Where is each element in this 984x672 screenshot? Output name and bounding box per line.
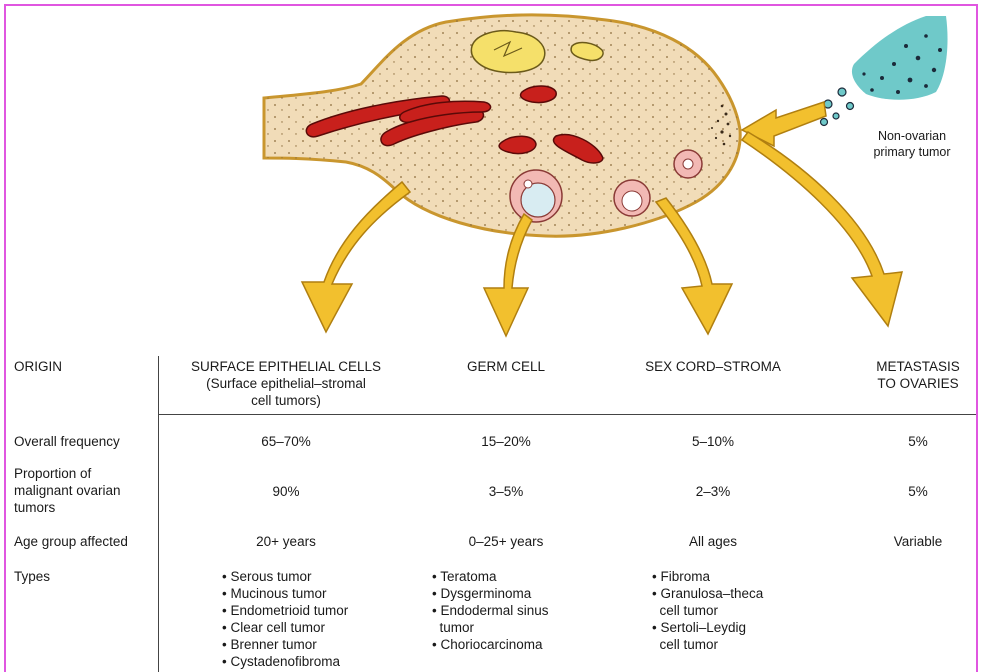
cell-value: 65–70% [166, 433, 406, 450]
column-header-line: TO OVARIES [858, 375, 978, 392]
column-header-line: GERM CELL [436, 358, 576, 375]
list-item: • Sertoli–Leydig [652, 619, 763, 636]
row-label-types: Types [14, 568, 50, 585]
list-item: • Dysgerminoma [432, 585, 549, 602]
row-label-line: Proportion of [14, 465, 121, 482]
cell-value: 5–10% [618, 433, 808, 450]
list-item: cell tumor [652, 602, 763, 619]
list-item: • Endodermal sinus [432, 602, 549, 619]
cell-value: 3–5% [436, 483, 576, 500]
row-label-overall-frequency: Overall frequency [14, 433, 120, 450]
column-header-line: METASTASIS [858, 358, 978, 375]
list-item: • Mucinous tumor [222, 585, 348, 602]
column-header-line: SURFACE EPITHELIAL CELLS [166, 358, 406, 375]
list-item: • Clear cell tumor [222, 619, 348, 636]
header-divider-horizontal [158, 414, 978, 415]
row-label-line: tumors [14, 499, 121, 516]
types-list-sex-cord-stroma: • Fibroma • Granulosa–theca cell tumor •… [652, 568, 763, 653]
column-header-line: (Surface epithelial–stromal [166, 375, 406, 392]
column-header-germ-cell: GERM CELL [436, 358, 576, 375]
column-header-metastasis: METASTASIS TO OVARIES [858, 358, 978, 392]
source-label-line-2: primary tumor [852, 144, 972, 160]
list-item: • Brenner tumor [222, 636, 348, 653]
source-label: Non-ovarian primary tumor [852, 128, 972, 160]
cell-value: 20+ years [166, 533, 406, 550]
diagram-frame: Non-ovarian primary tumor ORIGIN SURFACE… [4, 4, 978, 672]
cell-value: 90% [166, 483, 406, 500]
list-item: • Choriocarcinoma [432, 636, 549, 653]
column-header-surface-epithelial: SURFACE EPITHELIAL CELLS (Surface epithe… [166, 358, 406, 409]
list-item: • Cystadenofibroma [222, 653, 348, 670]
list-item: cell tumor [652, 636, 763, 653]
row-label-proportion-malignant: Proportion of malignant ovarian tumors [14, 465, 121, 516]
column-header-line: cell tumors) [166, 392, 406, 409]
column-header-sex-cord-stroma: SEX CORD–STROMA [618, 358, 808, 375]
header-divider-vertical [158, 356, 159, 672]
list-item: tumor [432, 619, 549, 636]
list-item: • Teratoma [432, 568, 549, 585]
list-item: • Endometrioid tumor [222, 602, 348, 619]
cell-value: 0–25+ years [436, 533, 576, 550]
cell-value: 5% [858, 433, 978, 450]
list-item: • Serous tumor [222, 568, 348, 585]
cell-value: Variable [858, 533, 978, 550]
source-label-line-1: Non-ovarian [852, 128, 972, 144]
column-header-line: SEX CORD–STROMA [618, 358, 808, 375]
cell-value: All ages [618, 533, 808, 550]
list-item: • Fibroma [652, 568, 763, 585]
cell-value: 2–3% [618, 483, 808, 500]
row-label-line: malignant ovarian [14, 482, 121, 499]
primary-tumor [821, 16, 948, 126]
types-list-surface-epithelial: • Serous tumor • Mucinous tumor • Endome… [222, 568, 348, 670]
list-item: • Granulosa–theca [652, 585, 763, 602]
row-label-age-group: Age group affected [14, 533, 128, 550]
types-list-germ-cell: • Teratoma • Dysgerminoma • Endodermal s… [432, 568, 549, 653]
ovary-illustration [6, 6, 978, 366]
cell-value: 15–20% [436, 433, 576, 450]
origin-header: ORIGIN [14, 358, 62, 375]
cell-value: 5% [858, 483, 978, 500]
